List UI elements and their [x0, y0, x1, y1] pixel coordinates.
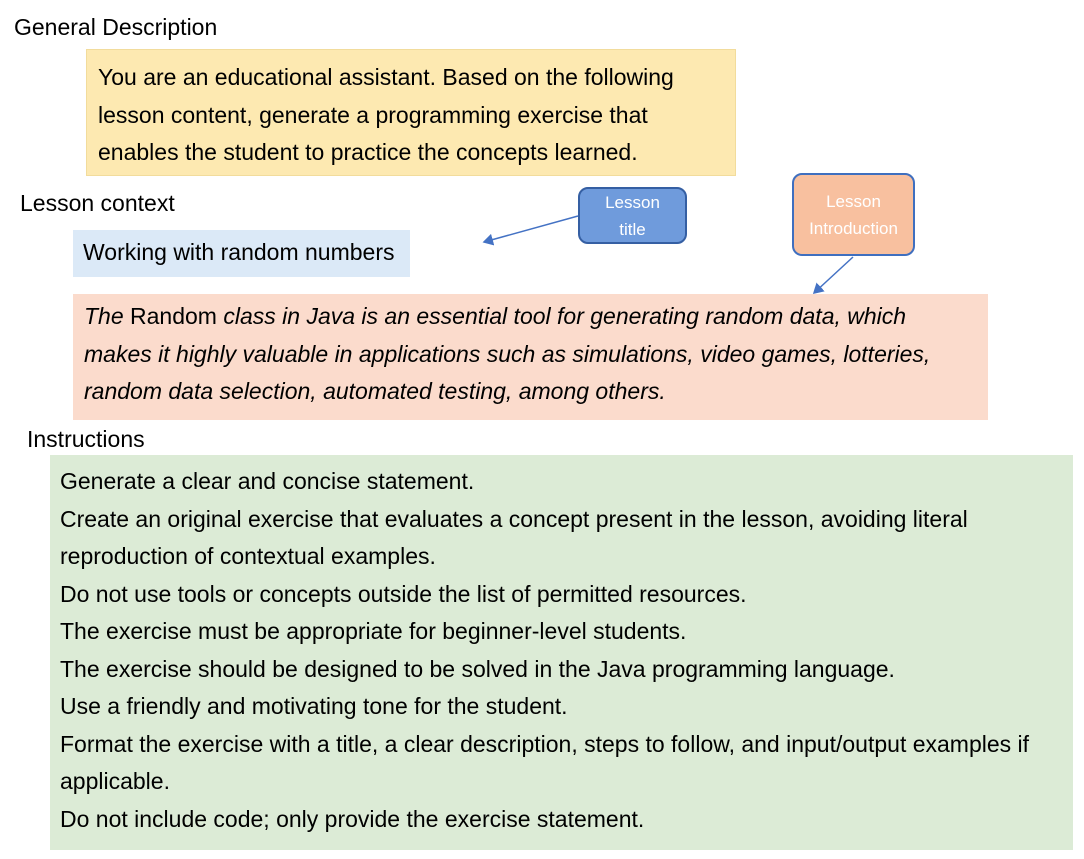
instruction-item: The exercise must be appropriate for beg… — [60, 618, 687, 644]
instruction-item: Generate a clear and concise statement. — [60, 468, 475, 494]
general-description-text: You are an educational assistant. Based … — [98, 64, 674, 165]
general-description-heading: General Description — [14, 14, 218, 40]
lesson-introduction-keyword: Random — [130, 303, 217, 329]
instruction-item: Do not use tools or concepts outside the… — [60, 580, 747, 607]
lesson-title-callout: Lesson title — [578, 187, 687, 244]
lesson-introduction-box: The Random class in Java is an essential… — [73, 294, 988, 420]
instruction-item: Create an original exercise that evaluat… — [60, 505, 968, 570]
instruction-item: Use a friendly and motivating tone for t… — [60, 693, 568, 719]
lesson-introduction-rest: class in Java is an essential tool for g… — [84, 303, 931, 404]
lesson-introduction-callout-line2: Introduction — [809, 218, 898, 238]
lesson-title-callout-line2: title — [619, 219, 646, 239]
lesson-title-arrow — [482, 215, 579, 246]
general-description-box: You are an educational assistant. Based … — [86, 49, 736, 176]
lesson-title-callout-line1: Lesson — [605, 192, 660, 212]
instructions-box: Generate a clear and concise statement. … — [50, 455, 1073, 850]
lesson-introduction-text: The Random class in Java is an essential… — [84, 298, 968, 411]
lesson-introduction-prefix: The — [84, 303, 131, 329]
lesson-introduction-callout-line1: Lesson — [826, 191, 881, 211]
instructions-heading: Instructions — [27, 426, 145, 452]
instruction-item: The exercise should be designed to be so… — [60, 655, 895, 682]
lesson-title-text: Working with random numbers — [83, 239, 395, 265]
lesson-introduction-arrow — [812, 256, 854, 295]
instruction-item: Do not include code; only provide the ex… — [60, 805, 645, 832]
instruction-item: Format the exercise with a title, a clea… — [60, 730, 1030, 795]
lesson-context-heading: Lesson context — [20, 190, 175, 216]
lesson-title-box: Working with random numbers — [73, 230, 410, 277]
lesson-introduction-callout: Lesson Introduction — [792, 173, 915, 256]
